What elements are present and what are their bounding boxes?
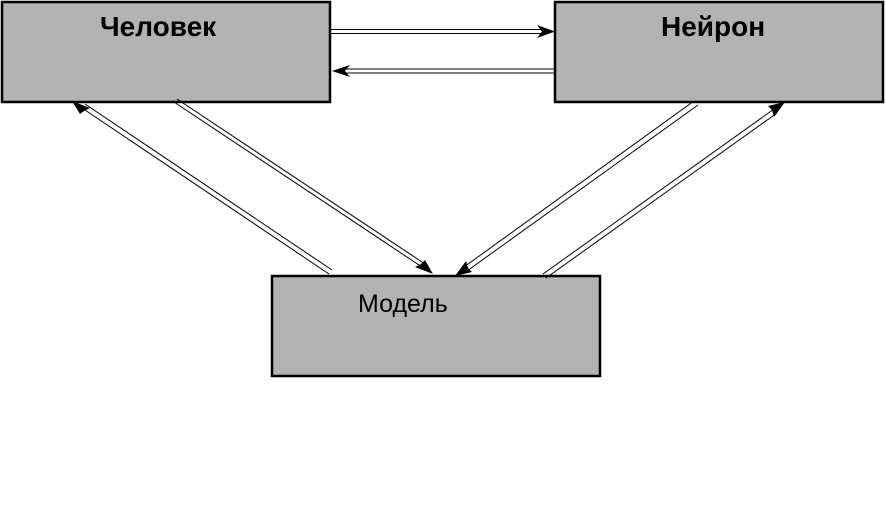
arrow-human-to-model xyxy=(173,98,433,274)
neuron-box xyxy=(553,0,885,104)
human-box xyxy=(0,0,332,104)
model-box xyxy=(270,274,602,378)
neuron-label: Нейрон xyxy=(661,11,766,42)
arrow-human-to-neuron xyxy=(330,25,555,38)
arrow-neuron-to-model xyxy=(455,100,699,276)
arrow-neuron-to-human xyxy=(332,65,555,77)
arrow-model-to-human xyxy=(72,101,333,275)
arrow-model-to-neuron xyxy=(542,102,785,279)
model-label: Модель xyxy=(358,290,448,318)
human-label: Человек xyxy=(100,11,217,42)
